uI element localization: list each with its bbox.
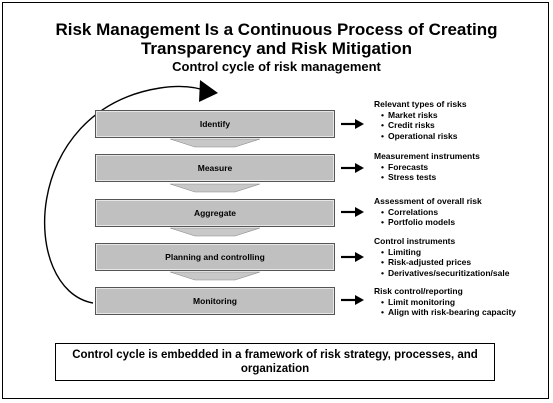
detail-list: Forecasts Stress tests (374, 162, 544, 183)
detail-item: Market risks (381, 110, 544, 121)
detail-item: Risk-adjusted prices (381, 257, 544, 268)
detail-item: Stress tests (381, 172, 544, 183)
detail-item: Align with risk-bearing capacity (381, 307, 544, 318)
detail-heading: Assessment of overall risk (374, 196, 482, 206)
detail-risk-control: Risk control/reporting Limit monitoring … (374, 286, 544, 318)
detail-item: Credit risks (381, 120, 544, 131)
detail-list: Limiting Risk-adjusted prices Derivative… (374, 247, 544, 279)
detail-item: Limiting (381, 247, 544, 258)
side-arrow-4 (341, 252, 364, 262)
cycle-arrowhead (199, 80, 218, 102)
step-monitoring: Monitoring (95, 287, 335, 315)
step-label: Aggregate (193, 208, 237, 218)
side-arrow-1 (341, 119, 364, 129)
connector-1 (169, 138, 261, 148)
detail-heading: Relevant types of risks (374, 99, 467, 109)
detail-item: Forecasts (381, 162, 544, 173)
footer-line-1: Control cycle is embedded in a framework… (72, 349, 478, 361)
title-line-1: Risk Management Is a Continuous Process … (55, 20, 498, 39)
subtitle: Control cycle of risk management (172, 59, 381, 74)
detail-control-instruments: Control instruments Limiting Risk-adjust… (374, 236, 544, 278)
step-measure: Measure (95, 154, 335, 182)
detail-item: Operational risks (381, 131, 544, 142)
connector-4 (169, 271, 261, 281)
detail-heading: Control instruments (374, 236, 456, 246)
side-arrow-3 (341, 207, 364, 217)
detail-heading: Measurement instruments (374, 151, 480, 161)
detail-measurement: Measurement instruments Forecasts Stress… (374, 151, 544, 183)
footer-line-2: organization (240, 363, 310, 375)
cycle-loop-arrow (44, 85, 211, 304)
detail-risk-types: Relevant types of risks Market risks Cre… (374, 99, 544, 141)
detail-item: Portfolio models (381, 217, 544, 228)
connector-2 (169, 183, 261, 193)
detail-assessment: Assessment of overall risk Correlations … (374, 196, 544, 228)
step-label: Planning and controlling (165, 252, 265, 262)
step-planning-controlling: Planning and controlling (95, 243, 335, 271)
detail-list: Market risks Credit risks Operational ri… (374, 110, 544, 142)
title-line-2: Transparency and Risk Mitigation (140, 39, 413, 58)
side-arrow-2 (341, 163, 364, 173)
detail-item: Limit monitoring (381, 297, 544, 308)
step-aggregate: Aggregate (95, 199, 335, 227)
detail-list: Correlations Portfolio models (374, 207, 544, 228)
connector-3 (169, 227, 261, 237)
framework-footer-box: Control cycle is embedded in a framework… (55, 343, 495, 381)
step-label: Monitoring (193, 296, 237, 306)
step-connectors (169, 138, 261, 281)
detail-item: Derivatives/securitization/sale (381, 268, 544, 279)
step-label: Measure (197, 163, 233, 173)
detail-list: Limit monitoring Align with risk-bearing… (374, 297, 544, 318)
side-arrows (341, 119, 364, 305)
side-arrow-5 (341, 295, 364, 305)
step-label: Identify (199, 119, 231, 129)
detail-item: Correlations (381, 207, 544, 218)
step-identify: Identify (95, 110, 335, 138)
detail-heading: Risk control/reporting (374, 286, 463, 296)
